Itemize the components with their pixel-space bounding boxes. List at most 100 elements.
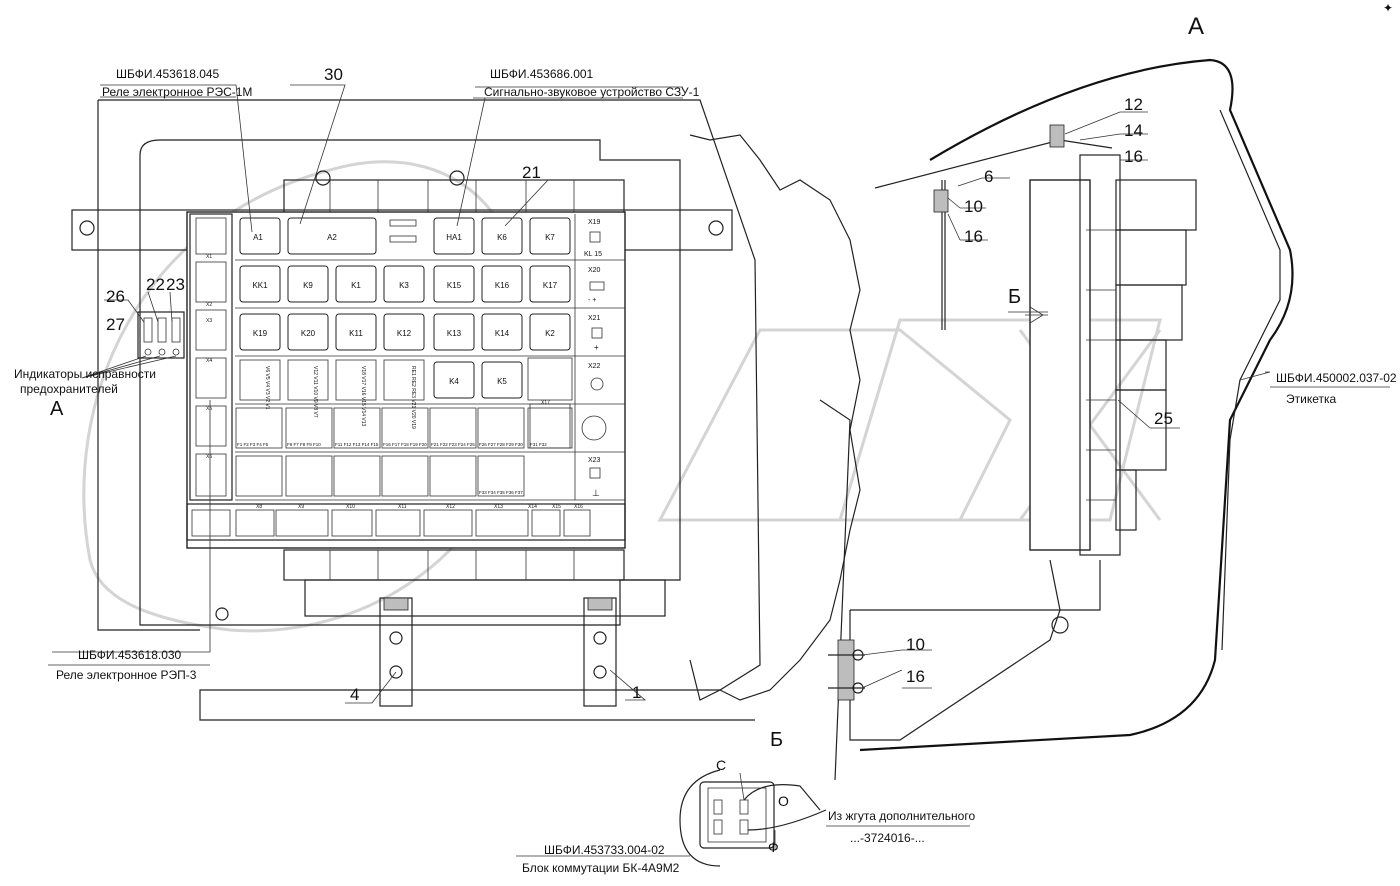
connector-label: X3 xyxy=(206,318,212,324)
fuse-labels: F26 F27 F28 F29 F30 xyxy=(479,442,523,447)
relay-label: K12 xyxy=(397,329,412,338)
leader-lines xyxy=(52,84,683,704)
block-housing xyxy=(1029,179,1091,551)
contact-label: - + xyxy=(588,297,596,304)
relay-label: K3 xyxy=(399,281,409,290)
relay-label: K13 xyxy=(447,329,462,338)
connector-label: X8 xyxy=(256,504,262,510)
label-name: Этикетка xyxy=(1286,392,1336,406)
view-b-section xyxy=(679,769,827,867)
cover-tabs xyxy=(283,170,625,217)
break-line xyxy=(689,134,861,701)
relay-label: K17 xyxy=(543,281,558,290)
fuse-labels: F21 F22 F23 F24 F25 xyxy=(431,442,475,447)
relay-label: K19 xyxy=(253,329,268,338)
pos-22: 22 xyxy=(146,275,165,294)
connector-label: X10 xyxy=(346,504,355,510)
fuse-indicator-block xyxy=(137,311,185,359)
contact-label: X21 xyxy=(588,315,601,322)
mount-plate-outline xyxy=(98,99,761,721)
indicator-list: RE1 RE2 RE3 V21 V20 V19 xyxy=(410,366,416,429)
harness-line2: ...-3724016-... xyxy=(850,831,925,845)
section-b-marker: Б xyxy=(1008,286,1021,308)
bolt-right xyxy=(708,220,724,236)
relay-label: K11 xyxy=(349,329,363,338)
contact-label: X20 xyxy=(588,267,601,274)
pos-25: 25 xyxy=(1154,409,1173,428)
pos-30: 30 xyxy=(324,65,343,84)
indicator-list: V18 V17 V16 V15 V14 V13 xyxy=(360,366,366,427)
pos-1: 1 xyxy=(632,683,641,702)
fuse-indicators-line2: предохранителей xyxy=(20,382,118,396)
lower-bracket-a xyxy=(1049,559,1101,611)
lower-bracket xyxy=(283,549,666,707)
relay-label: K1 xyxy=(351,281,361,290)
relay-label: KK1 xyxy=(252,281,268,290)
connector-label: X4 xyxy=(206,358,212,364)
connector-label: X9 xyxy=(298,504,304,510)
bk-name: Блок коммутации БК-4А9М2 xyxy=(522,861,680,875)
pos-10: 10 xyxy=(964,197,983,216)
view-a-section xyxy=(689,58,1294,781)
pos-23: 23 xyxy=(166,275,185,294)
fuse-labels: F31 F32 xyxy=(530,442,547,447)
fuse-labels: F11 F12 F13 F14 F15 xyxy=(335,442,379,447)
bolt-left xyxy=(79,220,95,236)
relay-label: K14 xyxy=(495,329,510,338)
connector-label: X5 xyxy=(206,406,212,412)
pos-27: 27 xyxy=(106,315,125,334)
fuse-labels: F16 F17 F18 F19 F20 xyxy=(383,442,427,447)
labels: А Б А Б ШБФИ.453618.045 Реле электронное… xyxy=(14,13,1397,875)
connector-label: X6 xyxy=(206,454,212,460)
relay-label: K20 xyxy=(301,329,316,338)
connector-label: X13 xyxy=(494,504,503,510)
szu-name: Сигнально-звуковое устройство СЗУ-1 xyxy=(484,85,700,99)
pos-21: 21 xyxy=(522,163,541,182)
connector-column xyxy=(189,213,233,501)
pin-o-label: О xyxy=(778,793,789,809)
contact-label: X23 xyxy=(588,457,601,464)
view-b-title: Б xyxy=(770,729,783,751)
rec1m-code: ШБФИ.453618.045 xyxy=(116,67,220,81)
contact-label: X22 xyxy=(588,363,601,370)
pos-6: 6 xyxy=(984,167,993,186)
pos-12: 12 xyxy=(1124,95,1143,114)
fuse-labels: F6 F7 F8 F9 F10 xyxy=(287,442,321,447)
szu-code: ШБФИ.453686.001 xyxy=(490,67,594,81)
pos-14: 14 xyxy=(1124,121,1143,140)
connector-label: X11 xyxy=(398,504,407,510)
pos-4: 4 xyxy=(350,685,359,704)
relay-row-2: KK1 K9 K1 K3 K15 K16 K17 xyxy=(239,265,571,303)
bk-code: ШБФИ.453733.004-02 xyxy=(544,843,665,857)
pos-16: 16 xyxy=(1124,147,1143,166)
leaders-a xyxy=(861,111,1271,689)
contact-label: ⊥ xyxy=(592,488,600,498)
connector-label: X1 xyxy=(206,254,212,260)
contact-label: X19 xyxy=(588,219,601,226)
relay-label: A2 xyxy=(327,233,337,242)
cab-panel xyxy=(859,58,1294,752)
contact-label: X17 xyxy=(541,400,550,406)
contact-label: KL 15 xyxy=(584,251,602,258)
relay-label: K4 xyxy=(449,377,459,386)
indicator-list: V12 V11 V10 V9 V8 V7 xyxy=(312,366,318,418)
rep3-name: Реле электронное РЭП-3 xyxy=(56,668,197,682)
pos-10-lower: 10 xyxy=(906,635,925,654)
bottom-connectors: X8 X9 X10 X11 X12 X13 X14 X15 X16 xyxy=(186,503,626,541)
view-a-title: А xyxy=(1188,13,1204,40)
indicator-row: V6 V5 V4 V3 V2 V1 V12 V11 V10 V9 V8 V7 V… xyxy=(239,357,573,429)
contact-column: X19 KL 15 X20 - + X21 + X22 X17 X23 ⊥ xyxy=(529,219,607,498)
connector-label: X14 xyxy=(528,504,537,510)
connector-label: X15 xyxy=(552,504,561,510)
ground-bolt xyxy=(215,607,229,621)
left-connectors: X1 X2 X3 X4 X5 X6 xyxy=(195,217,227,497)
connector-label: X12 xyxy=(446,504,455,510)
fuse-relay-block xyxy=(186,211,626,549)
pos-26: 26 xyxy=(106,287,125,306)
relay-label: A1 xyxy=(253,233,263,242)
pos-16-lower: 16 xyxy=(906,667,925,686)
indicator-list: V6 V5 V4 V3 V2 V1 xyxy=(264,366,270,410)
section-a-marker: А xyxy=(50,398,64,420)
relay-label: HA1 xyxy=(446,233,462,242)
